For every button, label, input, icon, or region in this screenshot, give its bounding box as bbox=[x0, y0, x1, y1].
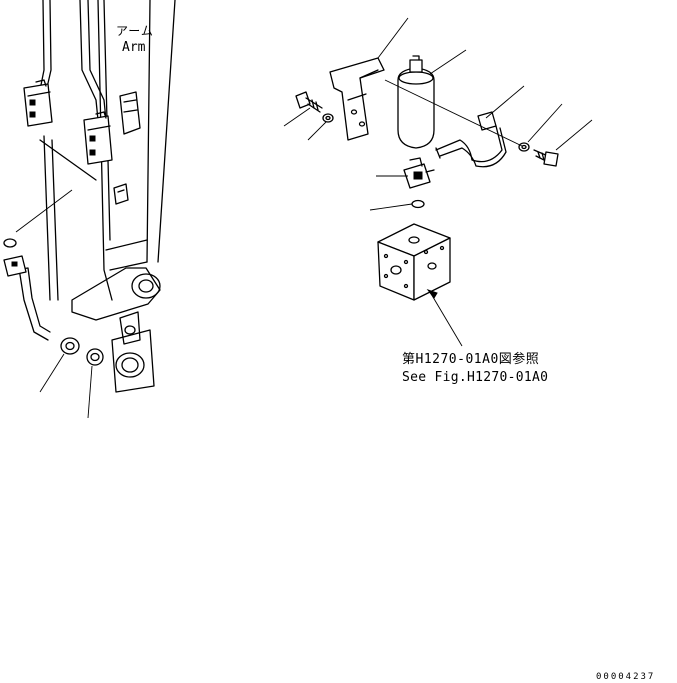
figure-reference-en: See Fig.H1270-01A0 bbox=[402, 370, 549, 385]
bolt-right bbox=[533, 149, 559, 167]
bracket-plate bbox=[329, 57, 385, 141]
o-ring-block bbox=[411, 199, 425, 209]
leader-lines-right bbox=[283, 17, 593, 347]
pipe-fitting-right bbox=[83, 111, 113, 165]
arm-label-jp: アーム bbox=[116, 24, 154, 38]
pipe-fitting-left bbox=[23, 79, 53, 127]
connector-fitting bbox=[403, 157, 435, 189]
arm-label-en: Arm bbox=[122, 40, 146, 55]
accumulator bbox=[397, 55, 435, 149]
arm-linkage bbox=[71, 267, 161, 393]
bushing-1 bbox=[60, 337, 80, 355]
drawing-number: 00004237 bbox=[596, 672, 656, 682]
figure-reference-jp: 第H1270-01A0図参照 bbox=[402, 352, 540, 367]
bent-tube bbox=[3, 255, 51, 341]
leader-lines-left bbox=[15, 189, 93, 419]
washer-left bbox=[322, 113, 334, 123]
clamp-band bbox=[435, 111, 507, 168]
o-ring-left bbox=[3, 238, 17, 248]
washer-right bbox=[518, 142, 530, 152]
valve-block bbox=[377, 223, 451, 301]
bushing-2 bbox=[86, 348, 104, 366]
bolt-left bbox=[295, 91, 323, 113]
arrowhead bbox=[426, 289, 438, 299]
